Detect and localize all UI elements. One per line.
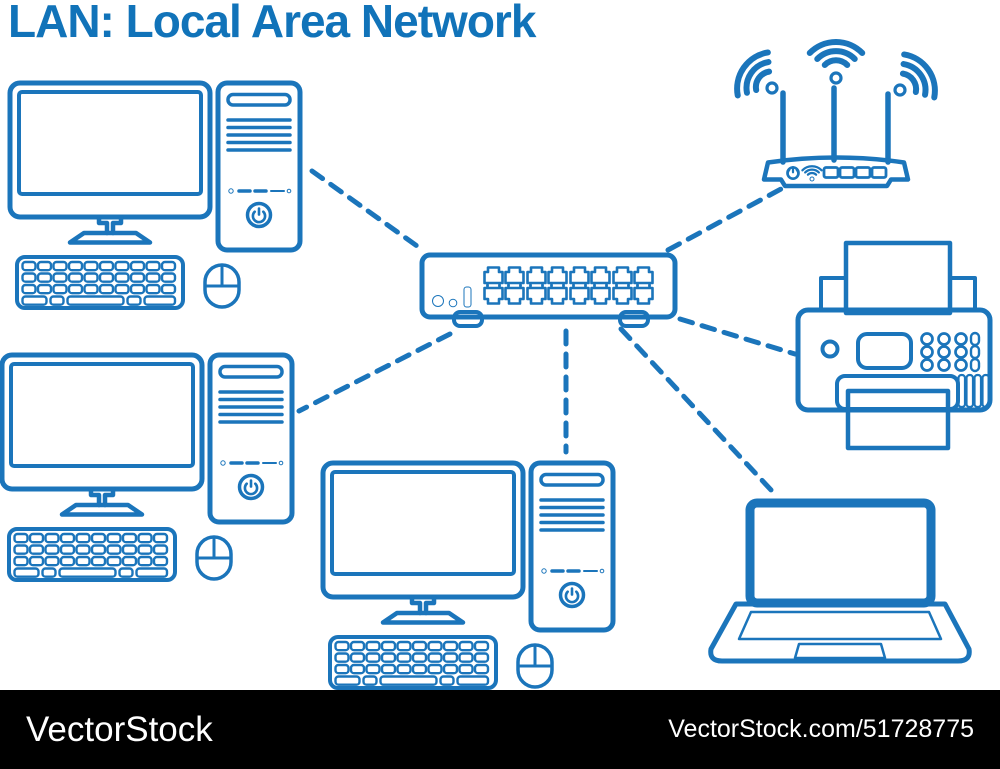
connection-lines [296, 168, 798, 494]
paper-input-icon [843, 240, 953, 316]
laptop-keyboard-icon [737, 610, 943, 641]
router-led-icons [822, 166, 888, 179]
antenna-icon [780, 85, 891, 165]
desktop-computer-bottom-left [2, 355, 292, 580]
link-switch-to-printer [677, 316, 798, 357]
watermark-bar: VectorStock VectorStock.com/51728775 [0, 690, 1000, 769]
link-switch-to-wireless-router [665, 186, 784, 253]
switch-led-icon [448, 298, 458, 308]
ink-cartridges-icon [957, 373, 991, 409]
paper-output-icon [845, 388, 951, 451]
desktop-computer-top-left [10, 83, 300, 308]
desktop-computer-bottom-center [323, 463, 613, 688]
switch-led-icon [432, 295, 444, 307]
link-switch-to-desktop-bottom-left [296, 331, 453, 414]
printer-display-icon [856, 332, 913, 370]
laptop-screen-icon [745, 498, 936, 608]
network-switch-icon [419, 252, 678, 328]
link-switch-to-desktop-top-left [309, 168, 427, 254]
watermark-credit: VectorStock.com/51728775 [668, 715, 974, 743]
wifi-signal-icon [810, 42, 863, 65]
router-wifi-icon [801, 165, 823, 176]
watermark-brand: VectorStock [26, 709, 213, 749]
ethernet-ports-icon [483, 266, 654, 305]
laptop-touchpad-icon [793, 642, 887, 660]
wireless-router-icon [729, 42, 944, 189]
laptop-icon [708, 498, 972, 664]
printer-button-icon [820, 339, 840, 359]
page-title: LAN: Local Area Network [8, 0, 536, 47]
printer-keypad-icon [920, 331, 981, 373]
printer-icon [795, 240, 993, 451]
link-switch-to-laptop [618, 326, 775, 494]
